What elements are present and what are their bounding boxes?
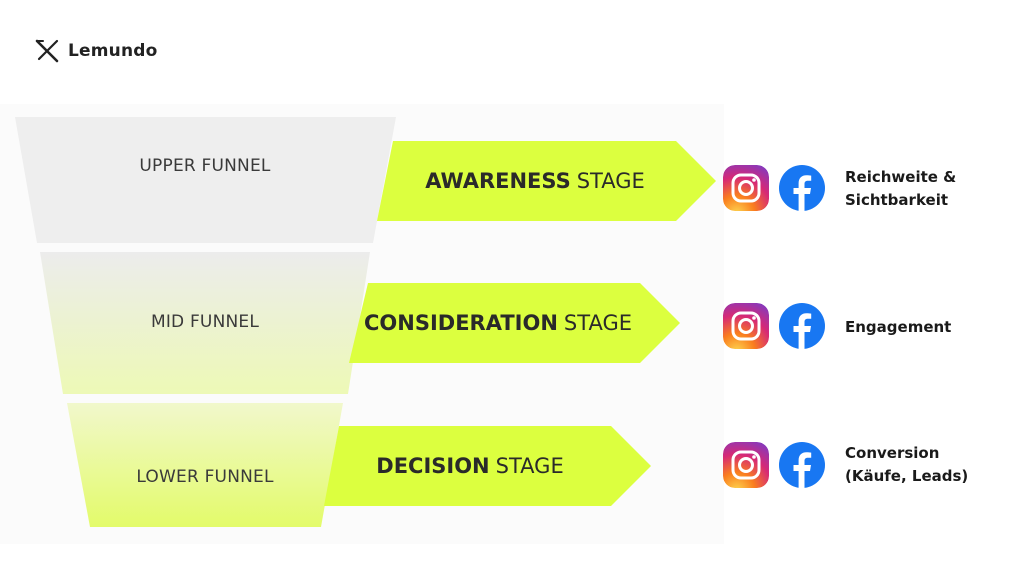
instagram-icon [723,165,769,211]
goal-consideration: Engagement [845,318,952,336]
stage-label-decision: DECISION STAGE [330,426,610,506]
channel-icons-awareness [723,165,825,211]
funnel-shape-mid [40,252,370,394]
stage-name: DECISION [376,454,490,478]
stage-label-consideration: CONSIDERATION STAGE [358,283,638,363]
brand-name: Lemundo [68,41,158,61]
facebook-icon [779,303,825,349]
facebook-icon [779,165,825,211]
facebook-icon [779,442,825,488]
stage-arrow-decision [324,426,651,506]
funnel-label-mid: MID FUNNEL [150,312,260,332]
stage-name: AWARENESS [425,169,571,193]
funnel-shape-upper [15,117,396,243]
channel-icons-consideration [723,303,825,349]
channel-icons-decision [723,442,825,488]
funnel-label-lower: LOWER FUNNEL [136,467,274,487]
stage-suffix: STAGE [563,311,632,335]
instagram-icon [723,303,769,349]
stage-label-awareness: AWARENESS STAGE [395,141,675,221]
goal-decision: Conversion (Käufe, Leads) [845,444,969,485]
stage-arrow-consideration [349,283,680,363]
stage-name: CONSIDERATION [364,311,558,335]
funnel-label-upper: UPPER FUNNEL [139,156,271,176]
x-logo-icon [35,39,59,63]
brand-logo: Lemundo [34,38,158,64]
goal-awareness: Reichweite & Sichtbarkeit [845,168,957,209]
stage-suffix: STAGE [495,454,564,478]
stage-arrow-awareness [377,141,716,221]
instagram-icon [723,442,769,488]
funnel-shape-lower [67,403,343,527]
stage-suffix: STAGE [576,169,645,193]
